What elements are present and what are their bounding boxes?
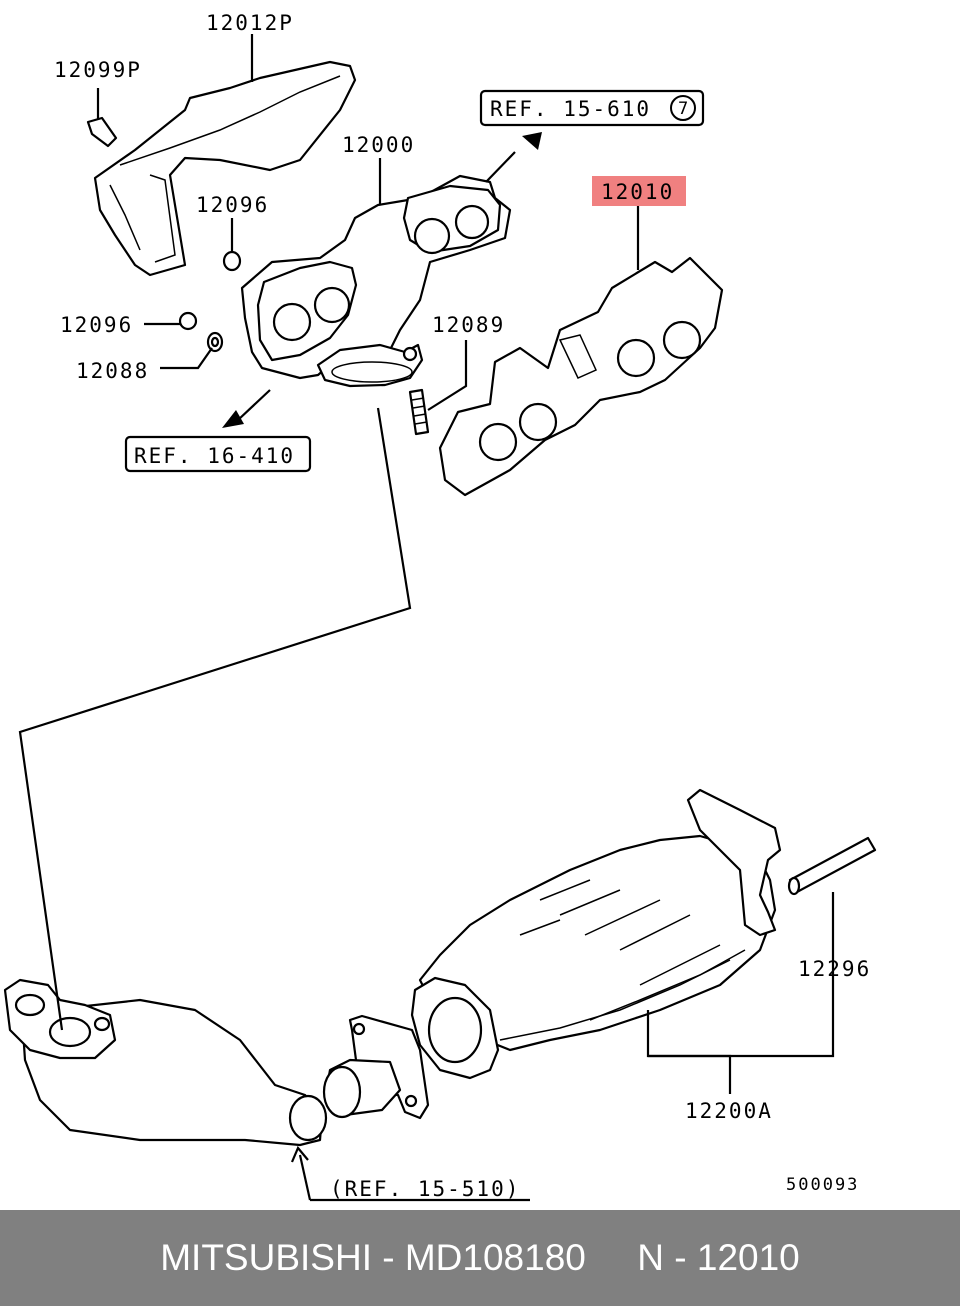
ref-circle [670, 95, 696, 121]
arrow-ref-15-510 [290, 1145, 309, 1163]
nut-12096-upper [222, 250, 242, 272]
label-12099P: 12099P [54, 58, 142, 82]
part-number-caption: MITSUBISHI - MD108180 N - 12010 [160, 1237, 800, 1278]
label-12296: 12296 [798, 957, 871, 981]
leader-lines [18, 34, 835, 1202]
exhaust-manifold-gasket-part[interactable] [438, 256, 724, 497]
label-12000: 12000 [342, 133, 415, 157]
arrow-ref-16-410 [222, 410, 244, 428]
exhaust-manifold-part[interactable] [240, 174, 512, 388]
label-12200A: 12200A [685, 1099, 773, 1123]
stud-12296 [787, 836, 877, 896]
label-12088: 12088 [76, 359, 149, 383]
ref-box-frame [479, 89, 705, 127]
ref-15-610-text: REF. 15-610 [490, 97, 651, 121]
front-exhaust-pipe-part[interactable] [3, 978, 328, 1147]
catalytic-converter-part[interactable] [410, 788, 782, 1080]
ref-15-510-text[interactable]: (REF. 15-510) [330, 1177, 520, 1201]
label-12010: 12010 [601, 180, 674, 204]
label-12089: 12089 [432, 313, 505, 337]
ref-16-410-text: REF. 16-410 [134, 444, 295, 468]
ref-circle-number: 7 [678, 99, 690, 119]
ref-box-15-610[interactable]: REF. 15-610 7 [479, 89, 705, 127]
highlight-box [592, 176, 686, 206]
stud-12089 [408, 388, 430, 436]
footer-bar: MITSUBISHI - MD108180 N - 12010 [0, 1210, 960, 1306]
exhaust-parts-diagram: 12012P 12099P 12000 12096 12096 12088 12… [3, 11, 877, 1202]
label-12096-lower: 12096 [60, 313, 133, 337]
label-12096-upper: 12096 [196, 193, 269, 217]
arrow-ref-15-610 [522, 132, 542, 150]
heat-shield-part[interactable] [93, 60, 357, 277]
flange-part[interactable] [322, 1014, 430, 1120]
nut-12096-lower [178, 311, 198, 331]
ref-box-16-410[interactable]: REF. 16-410 [124, 435, 312, 473]
washer-12088 [206, 331, 224, 353]
highlighted-part-label[interactable]: 12010 [592, 176, 686, 206]
ref-box-frame [124, 435, 312, 473]
bolt-12099P [86, 116, 118, 148]
label-12012P: 12012P [206, 11, 294, 35]
diagram-code: 500093 [786, 1175, 859, 1195]
